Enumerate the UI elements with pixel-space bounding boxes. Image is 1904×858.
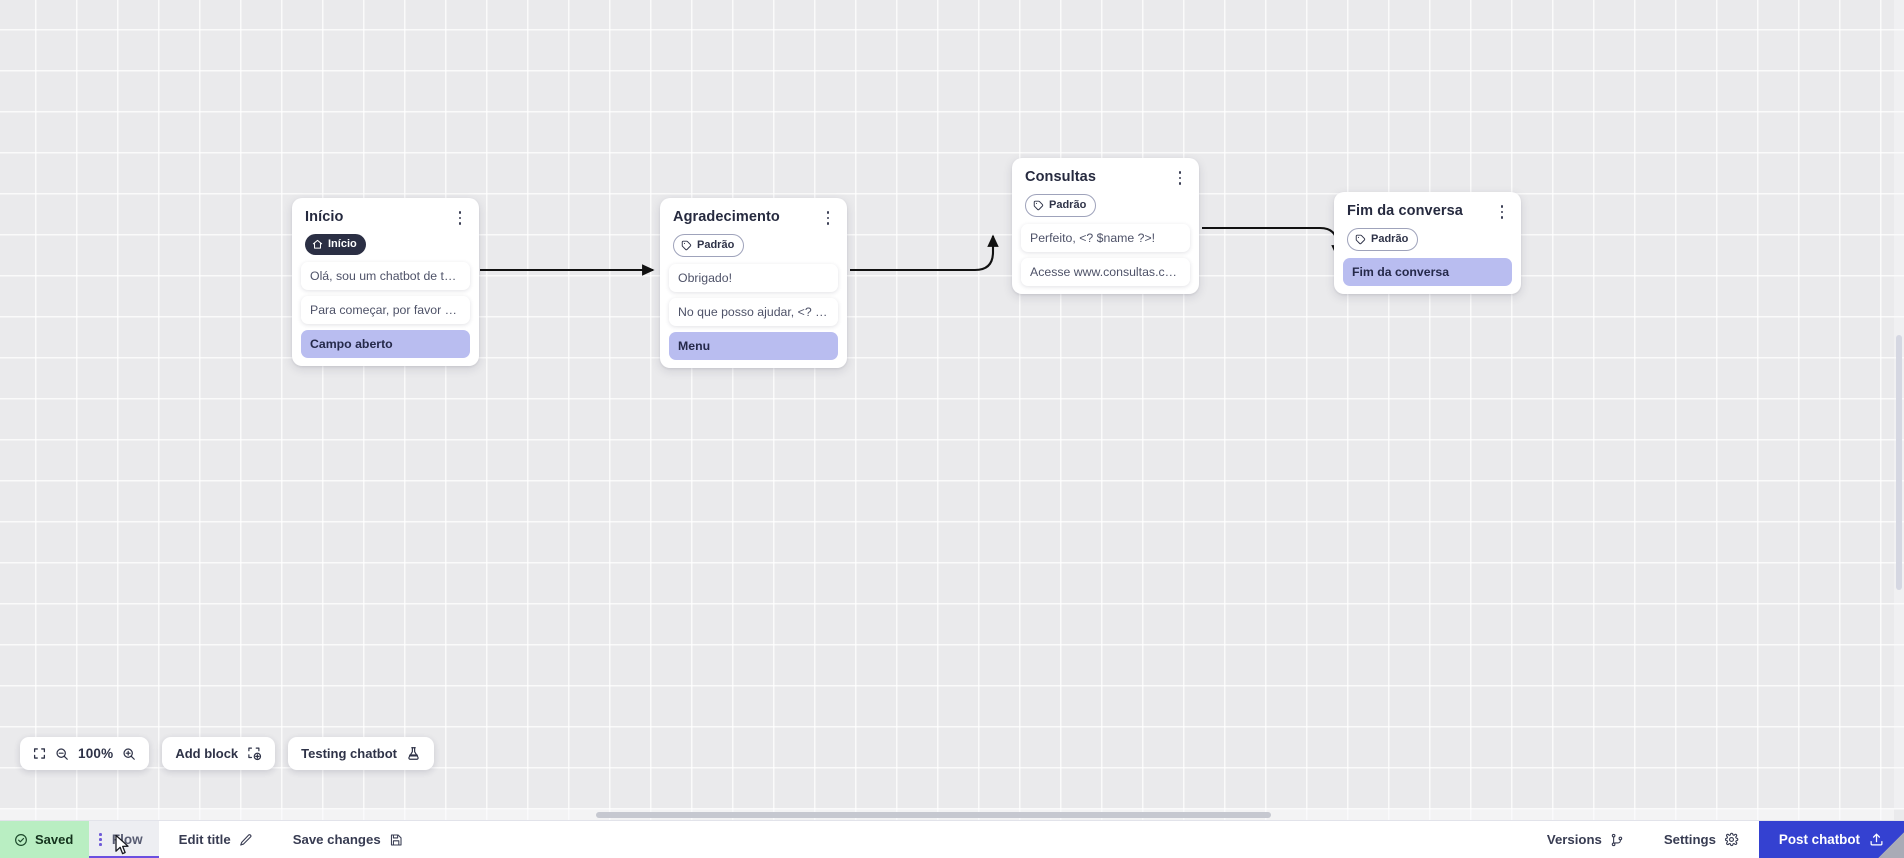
tab-flow[interactable]: Flow	[89, 821, 160, 858]
floppy-disk-icon	[389, 833, 403, 847]
flow-node-agradecimento[interactable]: Agradecimento Padrão Obrigado! No que po…	[660, 198, 847, 368]
node-menu-button[interactable]	[820, 208, 836, 228]
edit-title-button[interactable]: Edit title	[159, 821, 273, 858]
zoom-level: 100%	[78, 746, 114, 761]
canvas-toolbar: 100% Add block	[20, 737, 434, 770]
edit-title-label: Edit title	[178, 832, 231, 847]
settings-button[interactable]: Settings	[1644, 821, 1759, 858]
flow-canvas[interactable]: Início Início Olá, sou um chatbot de tes…	[0, 0, 1904, 820]
vertical-scrollbar-thumb[interactable]	[1896, 335, 1902, 590]
tag-icon	[1355, 234, 1366, 245]
saved-label: Saved	[35, 832, 74, 847]
node-row-accent[interactable]: Campo aberto	[301, 330, 470, 358]
node-badge-tag[interactable]: Padrão	[1347, 228, 1419, 251]
node-header: Início	[301, 207, 470, 228]
save-changes-label: Save changes	[292, 832, 381, 847]
flow-node-fim-da-conversa[interactable]: Fim da conversa Padrão Fim da conversa	[1334, 192, 1521, 294]
node-header: Consultas	[1021, 167, 1190, 188]
save-changes-button[interactable]: Save changes	[273, 821, 423, 858]
flask-icon	[406, 746, 421, 761]
fit-screen-icon[interactable]	[33, 747, 46, 760]
flow-drag-handle[interactable]	[95, 833, 106, 846]
flow-edges	[480, 226, 1343, 276]
node-rows: Perfeito, <? $name ?>! Acesse www.consul…	[1021, 224, 1190, 286]
node-menu-button[interactable]	[452, 208, 468, 228]
node-badge-row: Padrão	[669, 228, 838, 260]
versions-button[interactable]: Versions	[1527, 821, 1644, 858]
bottom-bar-spacer	[423, 821, 1527, 858]
node-badge-label: Padrão	[1049, 199, 1087, 211]
node-rows: Olá, sou um chatbot de teste! Para começ…	[301, 262, 470, 358]
node-row-accent[interactable]: Fim da conversa	[1343, 258, 1512, 286]
edge-consultas-fim	[1202, 226, 1343, 258]
upload-icon	[1869, 832, 1884, 847]
node-title: Agradecimento	[673, 209, 780, 225]
node-row[interactable]: Perfeito, <? $name ?>!	[1021, 224, 1190, 252]
zoom-controls: 100%	[20, 737, 150, 770]
node-title: Consultas	[1025, 169, 1096, 185]
branch-icon	[1610, 833, 1624, 847]
node-row[interactable]: No que posso ajudar, <? $name ...	[669, 298, 838, 326]
node-badge-tag[interactable]: Padrão	[1025, 194, 1097, 217]
node-title: Fim da conversa	[1347, 203, 1463, 219]
horizontal-scrollbar-thumb[interactable]	[596, 811, 1271, 818]
edge-agradecimento-consultas	[850, 234, 999, 272]
node-title: Início	[305, 209, 344, 225]
node-badge-row: Padrão	[1343, 222, 1512, 254]
tag-icon	[681, 240, 692, 251]
tab-flow-label: Flow	[111, 832, 143, 847]
testing-chatbot-label: Testing chatbot	[301, 746, 397, 761]
testing-chatbot-button[interactable]: Testing chatbot	[288, 737, 434, 770]
node-row[interactable]: Obrigado!	[669, 264, 838, 292]
node-badge-row: Início	[301, 228, 470, 258]
zoom-in-icon[interactable]	[122, 747, 136, 761]
node-badge-label: Padrão	[697, 239, 735, 251]
home-icon	[312, 239, 323, 250]
node-header: Fim da conversa	[1343, 201, 1512, 222]
node-badge-label: Padrão	[1371, 233, 1409, 245]
horizontal-scrollbar[interactable]	[0, 809, 1894, 820]
versions-label: Versions	[1546, 832, 1602, 847]
node-badge-row: Padrão	[1021, 188, 1190, 220]
node-menu-button[interactable]	[1494, 202, 1510, 222]
post-chatbot-label: Post chatbot	[1778, 832, 1860, 847]
add-block-button[interactable]: Add block	[162, 737, 276, 770]
node-row[interactable]: Olá, sou um chatbot de teste!	[301, 262, 470, 290]
node-row-accent[interactable]: Menu	[669, 332, 838, 360]
bottom-bar: Saved Flow Edit title Save changes	[0, 820, 1904, 858]
node-row[interactable]: Para começar, por favor digite o ...	[301, 296, 470, 324]
check-circle-icon	[14, 833, 28, 847]
node-menu-button[interactable]	[1172, 168, 1188, 188]
node-rows: Obrigado! No que posso ajudar, <? $name …	[669, 264, 838, 360]
add-block-icon	[247, 746, 262, 761]
pencil-icon	[239, 833, 253, 847]
zoom-out-icon[interactable]	[55, 747, 69, 761]
vertical-scrollbar[interactable]	[1894, 0, 1904, 809]
add-block-label: Add block	[175, 746, 239, 761]
settings-label: Settings	[1663, 832, 1716, 847]
node-badge-label: Início	[328, 238, 357, 250]
node-badge-tag[interactable]: Padrão	[673, 234, 745, 257]
saved-status: Saved	[0, 821, 90, 858]
node-row[interactable]: Acesse www.consultas.com par...	[1021, 258, 1190, 286]
tag-icon	[1033, 200, 1044, 211]
node-rows: Fim da conversa	[1343, 258, 1512, 286]
gear-icon	[1724, 832, 1739, 847]
node-header: Agradecimento	[669, 207, 838, 228]
post-chatbot-button[interactable]: Post chatbot	[1758, 821, 1904, 858]
flow-node-inicio[interactable]: Início Início Olá, sou um chatbot de tes…	[292, 198, 479, 366]
flow-node-consultas[interactable]: Consultas Padrão Perfeito, <? $name ?>! …	[1012, 158, 1199, 294]
node-badge-home[interactable]: Início	[305, 234, 366, 255]
